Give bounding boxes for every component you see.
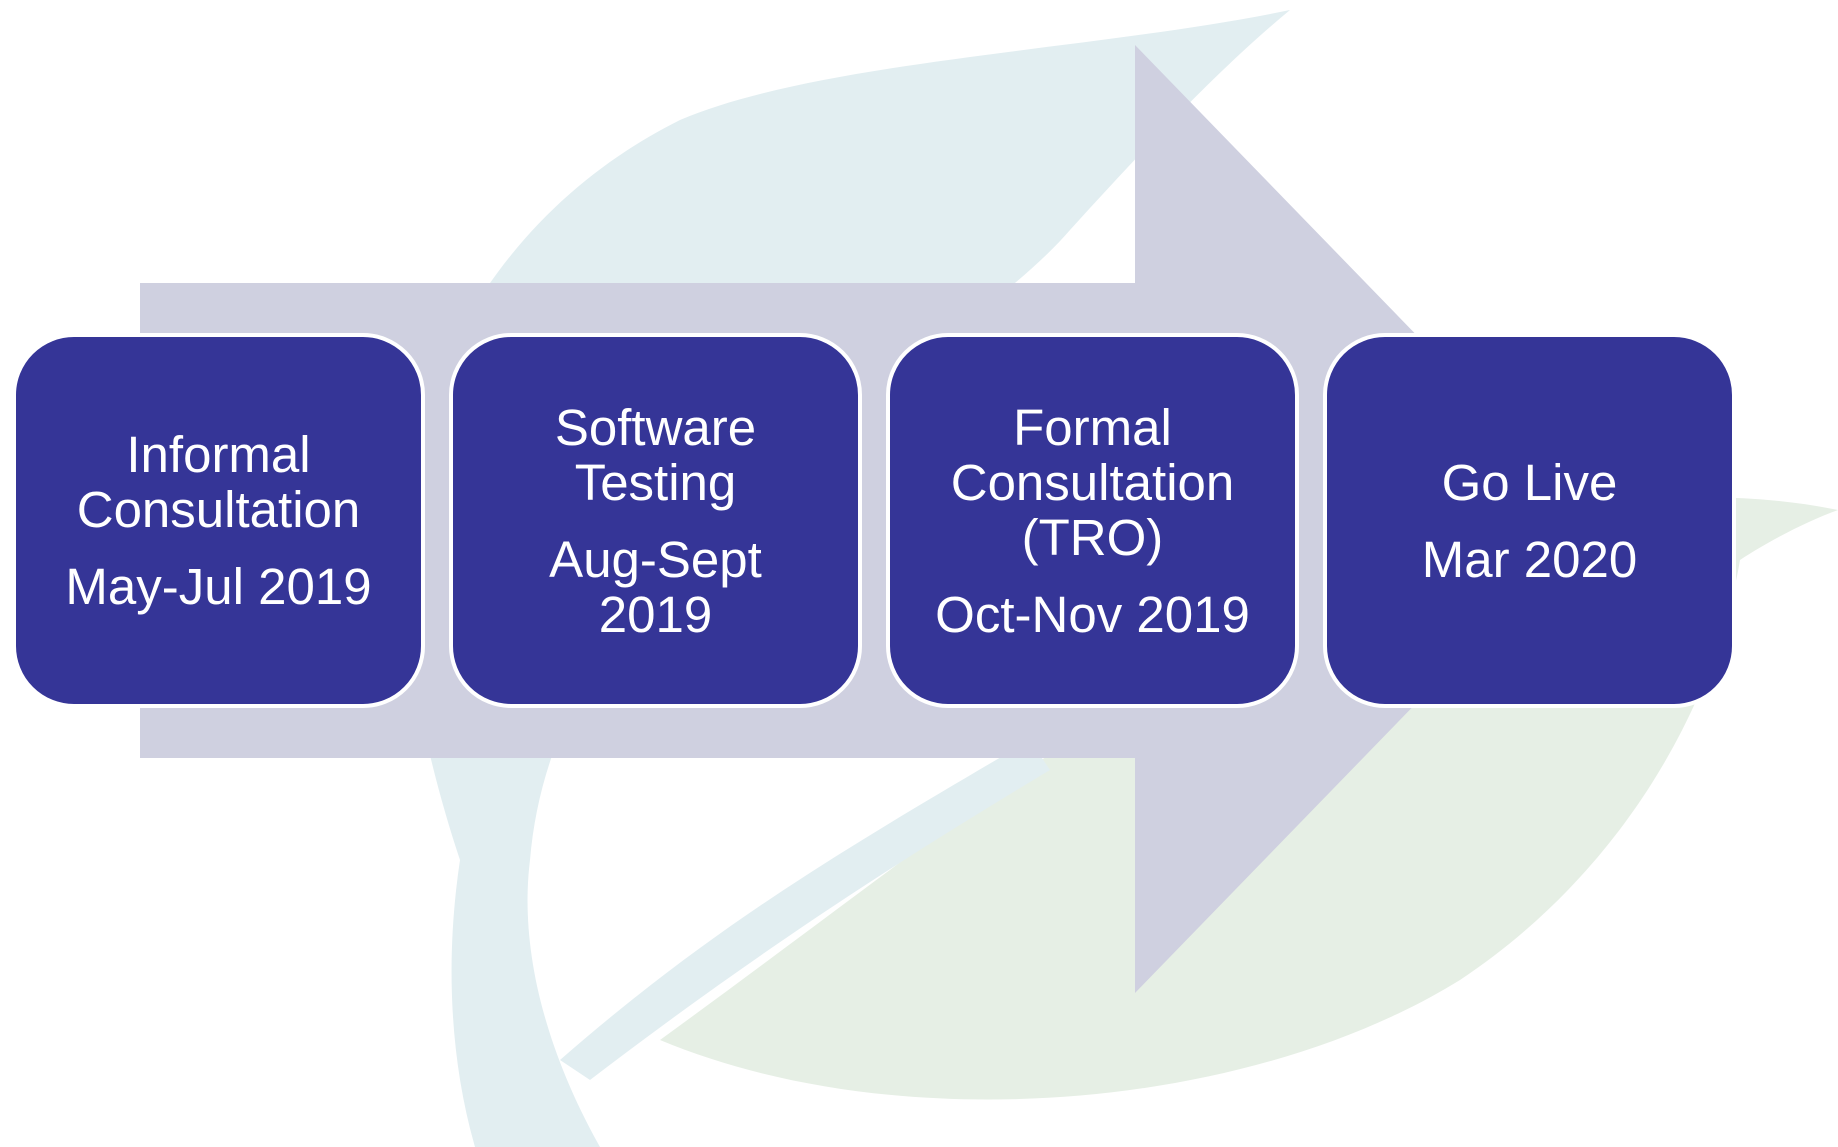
stage-date: Oct-Nov 2019 — [935, 585, 1250, 643]
stage-title: Formal Consultation (TRO) — [950, 398, 1235, 566]
stage-formal-consultation: Formal Consultation (TRO) Oct-Nov 2019 — [886, 333, 1299, 708]
stage-date: Mar 2020 — [1421, 530, 1638, 588]
stage-title: Informal Consultation — [76, 426, 361, 538]
stage-title: Software Testing — [554, 398, 757, 511]
stage-informal-consultation: Informal Consultation May-Jul 2019 — [12, 333, 425, 708]
stage-title: Go Live — [1441, 453, 1618, 511]
stage-date: Aug-Sept 2019 — [549, 530, 762, 643]
leaf-stem-shape — [560, 740, 1050, 1080]
stage-date: May-Jul 2019 — [65, 558, 372, 615]
process-arrow — [140, 45, 1595, 993]
stage-software-testing: Software Testing Aug-Sept 2019 — [449, 333, 862, 708]
stage-go-live: Go Live Mar 2020 — [1323, 333, 1736, 708]
